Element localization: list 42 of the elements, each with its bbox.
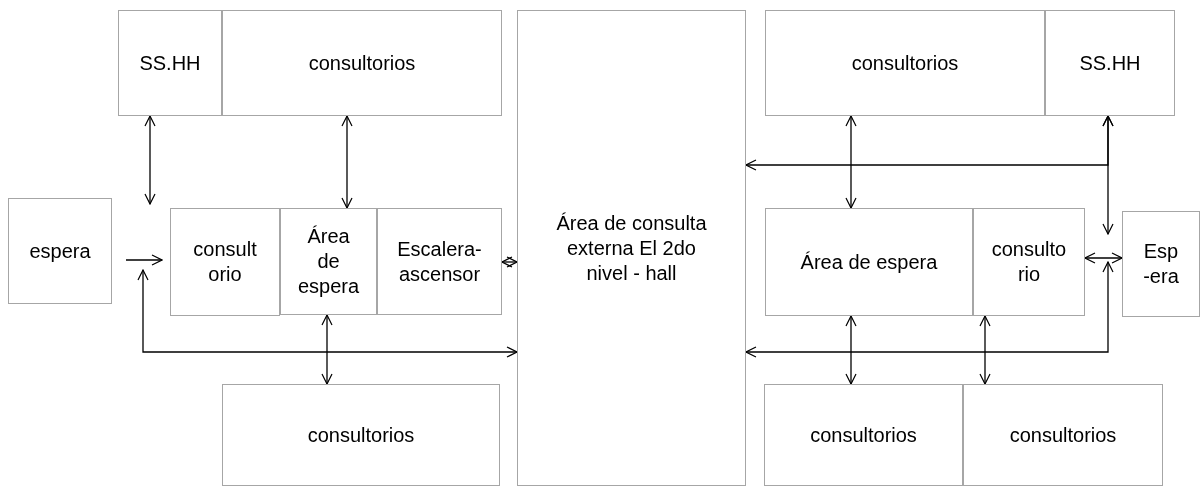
room-label: consulto rio <box>990 237 1068 287</box>
room-box <box>170 208 280 316</box>
room-box <box>8 198 112 304</box>
arrow <box>979 315 991 385</box>
room-box <box>222 10 502 116</box>
room-label: Esp -era <box>1142 239 1180 289</box>
arrow <box>1084 252 1123 264</box>
room-label: SS.HH <box>139 50 201 76</box>
room-box <box>1045 10 1175 116</box>
arrow <box>845 315 857 385</box>
room-box <box>765 208 973 316</box>
room-label: Área de espera <box>297 224 360 299</box>
room-label: consultorios <box>308 50 416 76</box>
room-box <box>1122 211 1200 317</box>
room-box <box>222 384 500 486</box>
room-box <box>377 208 502 315</box>
arrow <box>341 115 353 209</box>
room-label: consultorios <box>810 422 917 448</box>
room-label: espera <box>29 238 91 264</box>
arrow <box>745 115 1114 171</box>
room-box <box>765 10 1045 116</box>
arrow <box>501 256 518 268</box>
room-box <box>973 208 1085 316</box>
room-label: Escalera- ascensor <box>396 236 483 287</box>
arrow <box>144 115 156 205</box>
room-label: Área de espera <box>800 249 938 275</box>
arrow <box>137 269 518 358</box>
room-label: consultorios <box>851 50 959 76</box>
room-label: consult orio <box>192 237 258 287</box>
arrow <box>321 314 333 385</box>
arrow <box>125 254 163 266</box>
arrow <box>845 115 857 209</box>
room-box <box>963 384 1163 486</box>
room-label: SS.HH <box>1079 50 1141 76</box>
arrow <box>745 261 1114 358</box>
room-label: consultorios <box>307 422 415 448</box>
room-box <box>280 208 377 315</box>
room-label: Área de consulta externa El 2do nivel - hall <box>555 210 708 286</box>
room-box <box>764 384 963 486</box>
room-box <box>118 10 222 116</box>
hall-area-box <box>517 10 746 486</box>
room-label: consultorios <box>1009 422 1117 448</box>
